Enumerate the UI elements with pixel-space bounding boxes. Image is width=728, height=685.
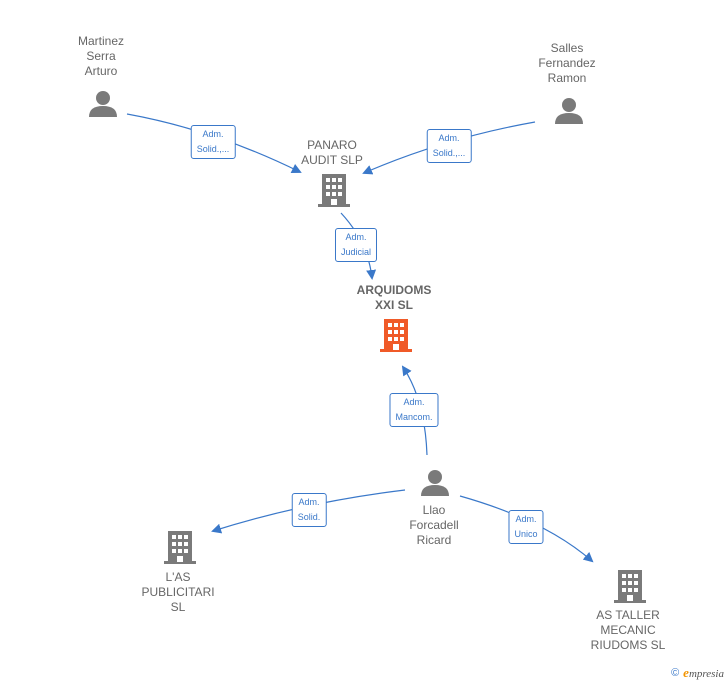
- node-label-salles[interactable]: Salles Fernandez Ramon: [538, 41, 596, 85]
- edge-label-llao-las[interactable]: Adm. Solid.: [291, 493, 327, 527]
- copyright-icon: ©: [671, 667, 680, 679]
- edge-label-salles-panaro[interactable]: Adm. Solid.,...: [426, 129, 472, 163]
- node-label-astaller[interactable]: AS TALLER MECANIC RIUDOMS SL: [590, 608, 666, 652]
- edge-label-martinez-panaro[interactable]: Adm. Solid.,...: [190, 125, 236, 159]
- building-icon[interactable]: [318, 174, 350, 207]
- person-icon[interactable]: [555, 98, 583, 124]
- footer-brand: © empresia: [671, 665, 724, 681]
- node-label-martinez[interactable]: Martinez Serra Arturo: [77, 34, 125, 78]
- building-focus-icon[interactable]: [380, 319, 412, 352]
- node-label-llao[interactable]: Llao Forcadell Ricard: [409, 503, 459, 547]
- person-icon[interactable]: [89, 91, 117, 117]
- brand-logo: empresia: [683, 665, 724, 680]
- edge-label-llao-astaller[interactable]: Adm. Unico: [508, 510, 544, 544]
- node-label-panaro[interactable]: PANARO AUDIT SLP: [301, 138, 363, 167]
- building-icon[interactable]: [614, 570, 646, 603]
- building-icon[interactable]: [164, 531, 196, 564]
- edge-label-panaro-arquidoms[interactable]: Adm. Judicial: [334, 228, 378, 262]
- node-label-las[interactable]: L'AS PUBLICITARI SL: [141, 570, 215, 614]
- person-icon[interactable]: [421, 470, 449, 496]
- node-label-arquidoms[interactable]: ARQUIDOMS XXI SL: [356, 283, 432, 312]
- edge-label-llao-arquidoms[interactable]: Adm. Mancom.: [389, 393, 439, 427]
